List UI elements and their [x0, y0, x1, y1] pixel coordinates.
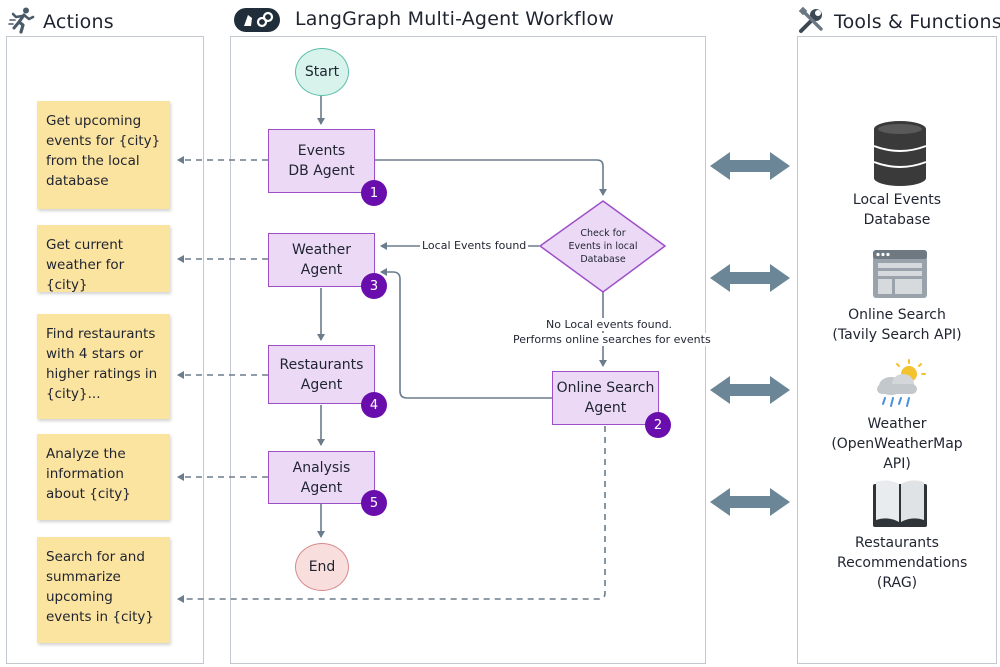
analysis-agent-badge: 5 — [361, 490, 387, 516]
tools-wrench-icon — [798, 6, 823, 33]
edge-label-not-found-2: Performs online searches for events — [513, 333, 711, 346]
restaurants-agent-label: Restaurants Agent — [279, 356, 364, 393]
end-node: End — [295, 543, 349, 591]
database-icon — [873, 121, 927, 186]
action-note-online-search: Search for and summarize upcoming events… — [37, 537, 170, 643]
decision-label: Check for Events in local Database — [568, 228, 638, 265]
restaurants-agent: Restaurants Agent — [268, 345, 375, 404]
tool-label-local-events: Local Events Database — [852, 192, 942, 228]
edge-label-found: Local Events found — [420, 239, 529, 252]
workflow-title: LangGraph Multi-Agent Workflow — [295, 8, 615, 30]
weather-agent: Weather Agent — [268, 233, 375, 287]
weather-agent-badge: 3 — [361, 273, 387, 299]
decision-diamond — [538, 200, 667, 293]
book-icon — [873, 480, 927, 527]
events-db-agent: Events DB Agent — [268, 129, 375, 193]
weather-agent-label: Weather Agent — [292, 242, 351, 278]
analysis-agent-label: Analysis Agent — [292, 459, 351, 496]
actions-title: Actions — [43, 11, 114, 33]
action-note-weather: Get current weather for {city} — [37, 225, 170, 293]
browser-window-icon — [873, 250, 927, 298]
start-node: Start — [295, 48, 349, 96]
action-note-analysis: Analyze the information about {city} — [37, 434, 170, 520]
action-note-restaurants: Find restaurants with 4 stars or higher … — [37, 314, 170, 419]
events-db-agent-badge: 1 — [361, 180, 387, 206]
langgraph-logo-icon — [234, 8, 280, 32]
online-search-agent-badge: 2 — [645, 412, 671, 438]
tools-title: Tools & Functions — [834, 11, 1000, 33]
edge-label-not-found-1: No Local events found. — [546, 318, 673, 331]
online-search-agent-label: Online Search Agent — [556, 380, 655, 416]
online-search-agent: Online Search Agent — [552, 371, 659, 425]
tool-label-online-search: Online Search (Tavily Search API) — [832, 307, 962, 343]
weather-icon — [877, 359, 926, 407]
analysis-agent: Analysis Agent — [268, 451, 375, 504]
tool-label-weather: Weather (OpenWeatherMap API) — [831, 416, 963, 472]
events-db-agent-label: Events DB Agent — [288, 143, 355, 179]
restaurants-agent-badge: 4 — [361, 392, 387, 418]
action-note-events-db: Get upcoming events for {city} from the … — [37, 101, 170, 209]
running-person-icon — [8, 7, 35, 34]
tool-label-restaurants: Restaurants Recommendations (RAG) — [837, 535, 968, 591]
